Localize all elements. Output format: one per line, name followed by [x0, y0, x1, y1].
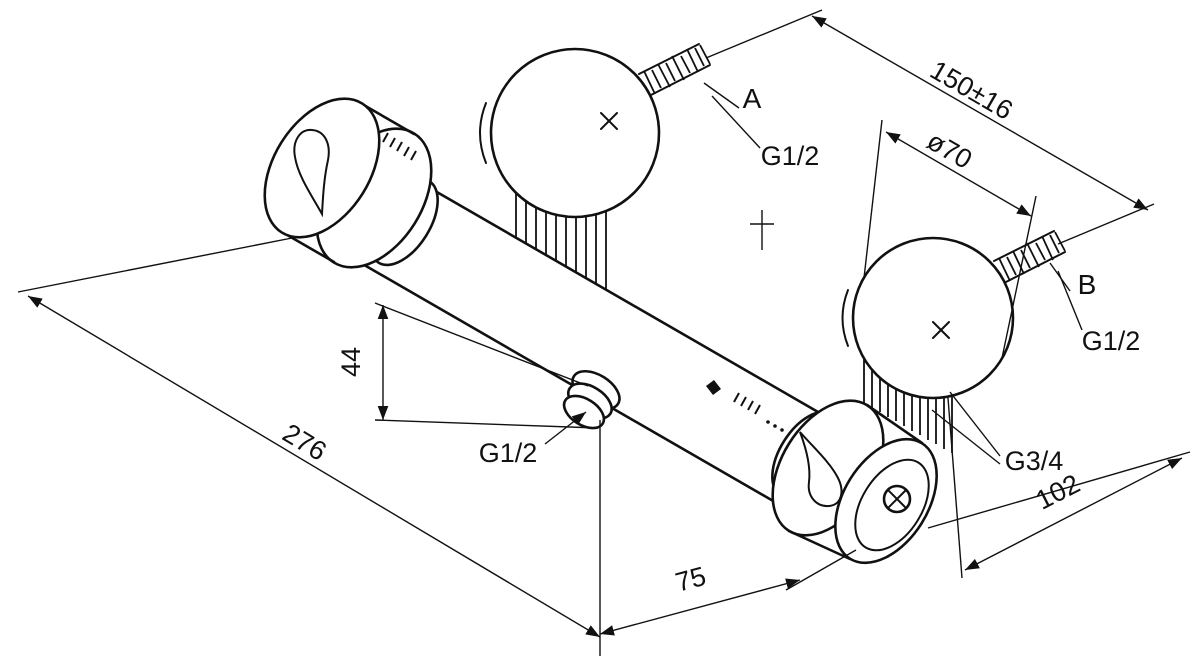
- flow-handle: [771, 399, 938, 565]
- dim-label-overall-length: 276: [278, 418, 332, 467]
- handle-grip-marker: [799, 431, 843, 508]
- union-nut-b: [863, 359, 953, 453]
- callout-outlet-thread: G1/2: [479, 411, 587, 468]
- temperature-handle: [263, 97, 439, 269]
- label-port-b: B: [1078, 269, 1097, 300]
- label-outlet-thread: G1/2: [479, 438, 538, 468]
- temperature-scale-ticks: [382, 132, 417, 161]
- handle-screw: [882, 484, 912, 514]
- inlet-nipple-b: [993, 230, 1066, 284]
- callout-port-b: B G1/2: [1049, 262, 1141, 356]
- dimension-outlet-to-edge: 75: [599, 549, 857, 636]
- dimension-center-distance: 150±16: [705, 9, 1155, 245]
- safety-stop-button: [706, 380, 721, 395]
- top-connection-centerline: [750, 210, 774, 250]
- dimension-depth: 102: [927, 397, 1191, 579]
- handle-grip-marker: [293, 128, 330, 218]
- label-port-a: A: [743, 83, 762, 114]
- flow-scale-ticks: [733, 392, 784, 432]
- dim-label-outlet-offset: 44: [336, 347, 366, 377]
- dim-label-center-distance: 150±16: [925, 55, 1018, 126]
- label-union-nut-thread: G3/4: [1005, 446, 1064, 476]
- wall-rosette-a: [479, 47, 661, 219]
- inlet-nipple-a: [638, 43, 711, 97]
- callout-port-a: A G1/2: [703, 82, 820, 171]
- wall-rosette-b: [841, 236, 1015, 400]
- center-mark-b: [932, 321, 950, 339]
- label-port-a-thread: G1/2: [761, 141, 820, 171]
- callout-union-nut-thread: G3/4: [931, 391, 1064, 476]
- dim-label-outlet-to-edge: 75: [672, 561, 709, 598]
- center-mark-a: [600, 112, 618, 130]
- union-nut-a: [515, 193, 607, 290]
- label-port-b-thread: G1/2: [1082, 326, 1141, 356]
- dim-label-rosette-diameter: ø70: [922, 126, 977, 175]
